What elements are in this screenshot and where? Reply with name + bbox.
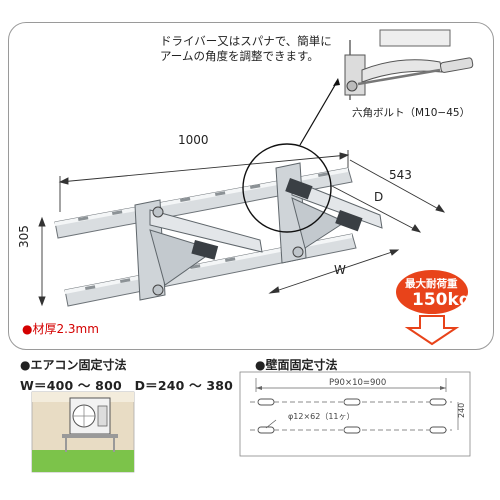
left-support-arm bbox=[134, 199, 263, 301]
dim-label-305: 305 bbox=[17, 225, 31, 248]
right-support-arm bbox=[275, 162, 383, 264]
adjustment-note-line1: ドライバー又はスパナで、簡単に bbox=[160, 34, 332, 48]
adjustment-note: ドライバー又はスパナで、簡単に アームの角度を調整できます。 bbox=[160, 34, 332, 64]
dim-label-543: 543 bbox=[389, 168, 412, 182]
screwdriver-handle bbox=[439, 57, 474, 73]
rail-slots bbox=[78, 172, 329, 290]
ac-mount-illustration bbox=[31, 391, 135, 473]
dim-line-w bbox=[268, 249, 400, 294]
max-load-value: 150kg bbox=[412, 290, 471, 310]
dim-label-1000: 1000 bbox=[178, 133, 209, 147]
screwdriver-shaft bbox=[357, 68, 441, 86]
fixing-holes bbox=[257, 398, 447, 434]
down-arrow-icon bbox=[404, 315, 460, 346]
hex-bolt-icon bbox=[346, 80, 358, 92]
wall-pitch-label: P90×10=900 bbox=[329, 378, 387, 388]
wall-hole-label: φ12×62（11ヶ） bbox=[288, 412, 355, 421]
ac-section-dims: W＝400 〜 800 D＝240 〜 380 bbox=[20, 378, 234, 393]
wall-section-title: ●壁面固定寸法 bbox=[255, 358, 338, 372]
dim-line-543 bbox=[349, 159, 446, 213]
dim-label-d: D bbox=[374, 190, 384, 204]
wall-fixing-diagram bbox=[239, 371, 471, 457]
adjustment-note-line2: アームの角度を調整できます。 bbox=[160, 49, 319, 63]
max-load-title: 最大耐荷重 bbox=[405, 278, 458, 290]
bolt-detail-inset bbox=[340, 29, 480, 100]
dim-line-305 bbox=[38, 216, 46, 307]
wall-height-label: 240 bbox=[457, 402, 466, 418]
ac-section-title: ●エアコン固定寸法 bbox=[20, 358, 127, 372]
max-load-badge bbox=[396, 270, 468, 314]
bolt-label: 六角ボルト（M10−45） bbox=[352, 107, 471, 119]
detail-magnifier-circle bbox=[242, 143, 332, 233]
dim-label-w: W bbox=[334, 263, 346, 277]
dim-line-d bbox=[329, 184, 422, 233]
material-thickness-note: ●材厚2.3mm bbox=[22, 322, 99, 336]
